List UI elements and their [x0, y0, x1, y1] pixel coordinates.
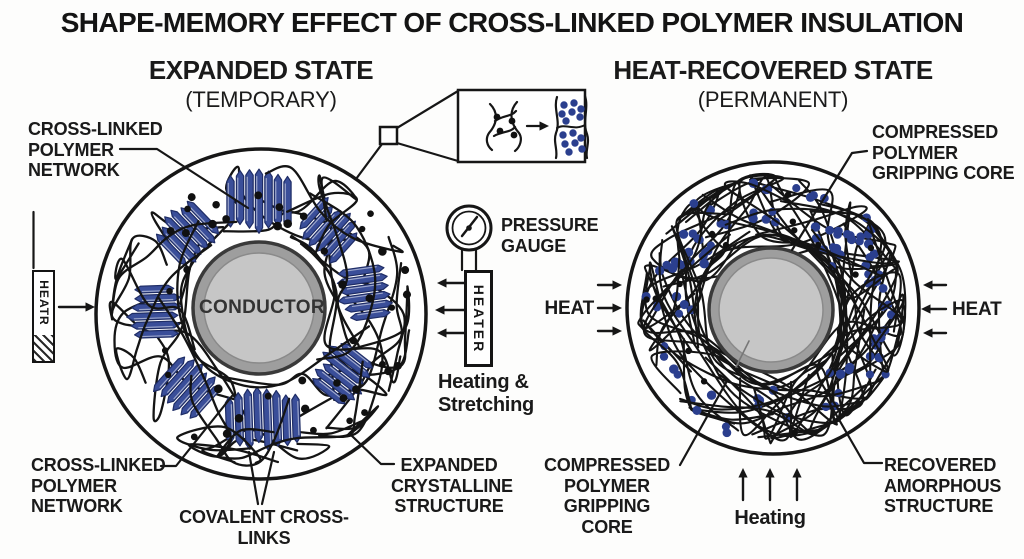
heat-recovered-state-diagram — [625, 160, 921, 456]
conductor-label: CONDUCTOR — [199, 297, 325, 318]
heat-label-right: HEAT — [952, 299, 1002, 320]
magnifier-callout — [354, 88, 590, 181]
heat-source-box-label: HEATR — [36, 280, 51, 326]
heater-arrows-left-diagram — [435, 278, 466, 338]
label-expanded-crystalline: EXPANDED CRYSTALLINE STRUCTURE — [391, 455, 513, 517]
heating-arrows-bottom — [738, 468, 802, 502]
heater-box-label: HEATER — [470, 284, 487, 354]
pressure-gauge-label: PRESSURE GAUGE — [501, 215, 599, 256]
heating-label-bottom: Heating — [734, 507, 806, 529]
heat-source-box: HEATR — [32, 270, 55, 363]
heater-box: HEATER — [464, 270, 493, 367]
heat-arrows-right-diagram-right — [921, 280, 948, 338]
amorphous-network-front — [637, 172, 907, 445]
pressure-gauge-icon — [445, 204, 493, 272]
compressed-dots-motif — [553, 94, 590, 160]
label-cross-linked-network-top: CROSS-LINKED POLYMER NETWORK — [28, 119, 163, 181]
label-recovered-amorphous: RECOVERED AMORPHOUS STRUCTURE — [884, 455, 1002, 517]
heat-source-arrow — [32, 210, 95, 312]
heat-label-left: HEAT — [544, 298, 594, 319]
label-gripping-core-top: COMPRESSED POLYMER GRIPPING CORE — [872, 122, 1015, 184]
label-gripping-core-bottom: COMPRESSED POLYMER GRIPPING CORE — [543, 455, 671, 537]
crystal-cluster — [226, 168, 292, 234]
cross-link-motif — [485, 100, 522, 153]
heat-source-hatch — [34, 335, 53, 361]
crystal-cluster — [224, 386, 301, 452]
leader-lines — [118, 147, 884, 506]
label-covalent-cross-links: COVALENT CROSS-LINKS — [179, 507, 349, 548]
left-state-subtitle: (TEMPORARY) — [185, 87, 337, 112]
heat-arrows-right-diagram-left — [596, 280, 622, 336]
right-state-subtitle: (PERMANENT) — [697, 87, 849, 112]
cross-link-junction-dots — [161, 191, 411, 441]
left-state-title: EXPANDED STATE — [148, 55, 374, 85]
label-cross-linked-network-bottom: CROSS-LINKED POLYMER NETWORK — [31, 455, 166, 517]
expanded-state-diagram — [94, 147, 428, 481]
heating-stretching-label: Heating & Stretching — [438, 371, 534, 416]
right-state-title: HEAT-RECOVERED STATE — [613, 55, 933, 85]
junction-dots-right — [643, 191, 875, 436]
polymer-network-front — [110, 165, 404, 467]
page-title: SHAPE-MEMORY EFFECT OF CROSS-LINKED POLY… — [60, 7, 964, 38]
